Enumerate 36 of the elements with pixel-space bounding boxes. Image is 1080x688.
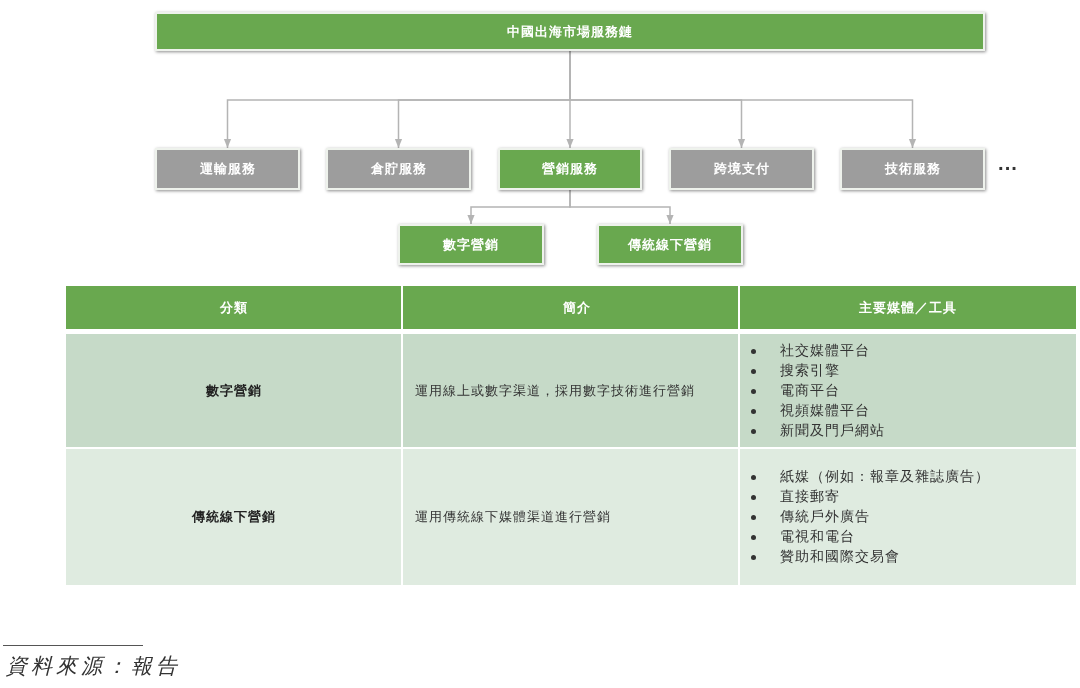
node-label: 跨境支付 (713, 161, 770, 177)
row-label: 數字營銷 (205, 381, 262, 400)
process-box (498, 148, 642, 190)
list-item: 贊助和國際交易會 (780, 548, 900, 566)
row-label: 傳統線下營銷 (191, 508, 276, 526)
list-item: 紙媒（例如：報章及雜誌廣告） (780, 468, 990, 486)
node-label: 中國出海市場服務鏈 (507, 23, 633, 40)
list-item: 新聞及門戶網站 (780, 421, 885, 440)
node-label: 技術服務 (884, 161, 941, 177)
list-item: 傳統戶外廣告 (780, 508, 870, 526)
source-note: 資料來源：報告 (6, 653, 181, 679)
node-label: 數字營銷 (443, 236, 499, 253)
node-label: 倉貯服務 (370, 161, 427, 177)
process-box (840, 148, 985, 190)
node-label: 運輸服務 (199, 161, 256, 177)
description-text: 運用線上或數字渠道，採用數字技術進行營銷 (415, 381, 695, 400)
list-item: 電視和電台 (780, 528, 855, 546)
process-box (155, 12, 985, 51)
list-item: 搜索引擎 (780, 361, 840, 380)
ellipsis-text: ··· (998, 158, 1018, 178)
list-item: 視頻媒體平台 (780, 401, 870, 420)
process-box (326, 148, 471, 190)
list-item: 電商平台 (780, 381, 840, 400)
column-header: 主要媒體／工具 (859, 298, 957, 317)
process-box (669, 148, 814, 190)
process-box (155, 148, 300, 190)
node-label: 傳統線下營銷 (628, 236, 712, 253)
column-header: 分類 (219, 298, 248, 317)
process-box (597, 224, 743, 265)
column-header: 簡介 (562, 298, 591, 317)
node-label: 營銷服務 (542, 161, 598, 177)
process-box (398, 224, 544, 265)
list-item: 社交媒體平台 (780, 341, 870, 360)
description-text: 運用傳統線下媒體渠道進行營銷 (415, 508, 611, 526)
arrow (569, 189, 674, 225)
list-item: 直接郵寄 (780, 488, 840, 506)
